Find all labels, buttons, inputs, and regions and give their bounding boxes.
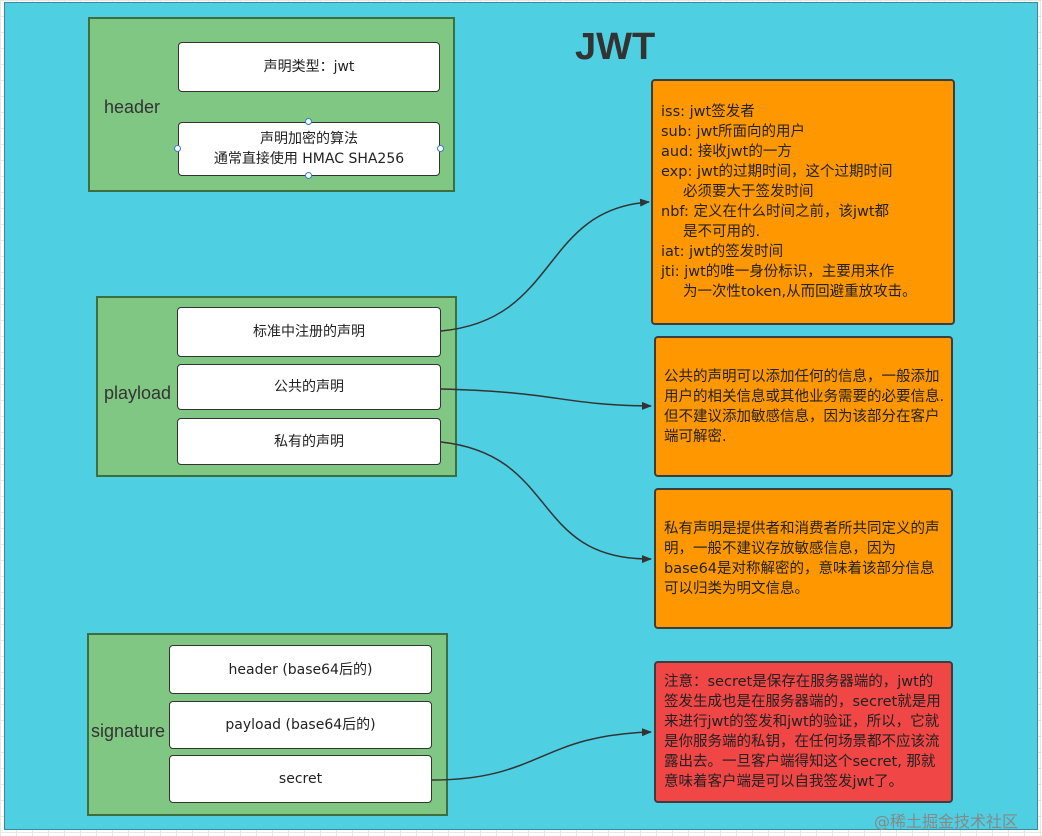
private-claims-text: 私有的声明 bbox=[274, 433, 344, 450]
header-alg-text: 声明加密的算法 通常直接使用 HMAC SHA256 bbox=[213, 131, 405, 167]
header-type-text: 声明类型：jwt bbox=[263, 59, 355, 75]
diagram-title: JWT bbox=[575, 26, 656, 68]
note-line-iss: iss: jwt签发者 bbox=[661, 104, 755, 120]
note-line-jti: jti: jwt的唯一身份标识，主要用来作 bbox=[661, 264, 895, 280]
signature-secret-text: secret bbox=[278, 771, 323, 787]
header-alg-box[interactable]: 声明加密的算法 通常直接使用 HMAC SHA256 bbox=[178, 122, 440, 176]
public-claims-box[interactable]: 公共的声明 bbox=[177, 364, 441, 410]
public-claims-text: 公共的声明 bbox=[274, 379, 344, 395]
public-claims-note[interactable]: 公共的声明可以添加任何的信息，一般添加用户的相关信息或其他业务需要的必要信息.但… bbox=[654, 336, 953, 477]
payload-group-label: playload bbox=[104, 383, 172, 403]
selection-handle-top[interactable] bbox=[305, 118, 312, 125]
note-line-aud: aud: 接收jwt的一方 bbox=[661, 144, 792, 160]
selection-handle-right[interactable] bbox=[437, 145, 444, 152]
private-claims-note[interactable]: 私有声明是提供者和消费者所共同定义的声明，一般不建议存放敏感信息，因为base6… bbox=[654, 488, 953, 629]
note-line-sub: sub: jwt所面向的用户 bbox=[661, 124, 806, 140]
note-line-jti-cont: 为一次性token,从而回避重放攻击。 bbox=[683, 284, 917, 300]
watermark: @稀土掘金技术社区 bbox=[874, 812, 1019, 831]
note-line-exp-cont: 必须要大于签发时间 bbox=[683, 184, 814, 200]
registered-claims-text: 标准中注册的声明 bbox=[253, 324, 365, 340]
signature-header-box[interactable]: header (base64后的) bbox=[169, 645, 432, 694]
note-line-nbf-cont: 是不可用的. bbox=[683, 224, 761, 240]
registered-claims-box[interactable]: 标准中注册的声明 bbox=[177, 307, 441, 357]
selection-handle-left[interactable] bbox=[174, 145, 181, 152]
secret-note[interactable]: 注意：secret是保存在服务器端的，jwt的签发生成也是在服务器端的，secr… bbox=[654, 661, 953, 803]
public-claims-note-text: 公共的声明可以添加任何的信息，一般添加用户的相关信息或其他业务需要的必要信息.但… bbox=[664, 368, 945, 445]
note-line-exp: exp: jwt的过期时间，这个过期时间 bbox=[661, 164, 893, 180]
secret-note-text: 注意：secret是保存在服务器端的，jwt的签发生成也是在服务器端的，secr… bbox=[664, 674, 941, 790]
signature-payload-text: payload (base64后的) bbox=[225, 717, 376, 733]
signature-payload-box[interactable]: payload (base64后的) bbox=[169, 701, 432, 749]
signature-group-label: signature bbox=[91, 721, 166, 741]
signature-header-text: header (base64后的) bbox=[228, 661, 373, 678]
note-line-iat: iat: jwt的签发时间 bbox=[661, 244, 784, 260]
header-type-box[interactable]: 声明类型：jwt bbox=[178, 42, 440, 92]
header-group-label: header bbox=[104, 97, 161, 117]
selection-handle-bottom[interactable] bbox=[305, 172, 312, 179]
signature-secret-box[interactable]: secret bbox=[169, 755, 432, 803]
note-line-nbf: nbf: 定义在什么时间之前，该jwt都 bbox=[661, 204, 890, 220]
private-claims-note-text: 私有声明是提供者和消费者所共同定义的声明，一般不建议存放敏感信息，因为base6… bbox=[664, 520, 940, 597]
private-claims-box[interactable]: 私有的声明 bbox=[177, 418, 441, 465]
registered-claims-note[interactable]: iss: jwt签发者 sub: jwt所面向的用户 aud: 接收jwt的一方… bbox=[651, 79, 955, 325]
